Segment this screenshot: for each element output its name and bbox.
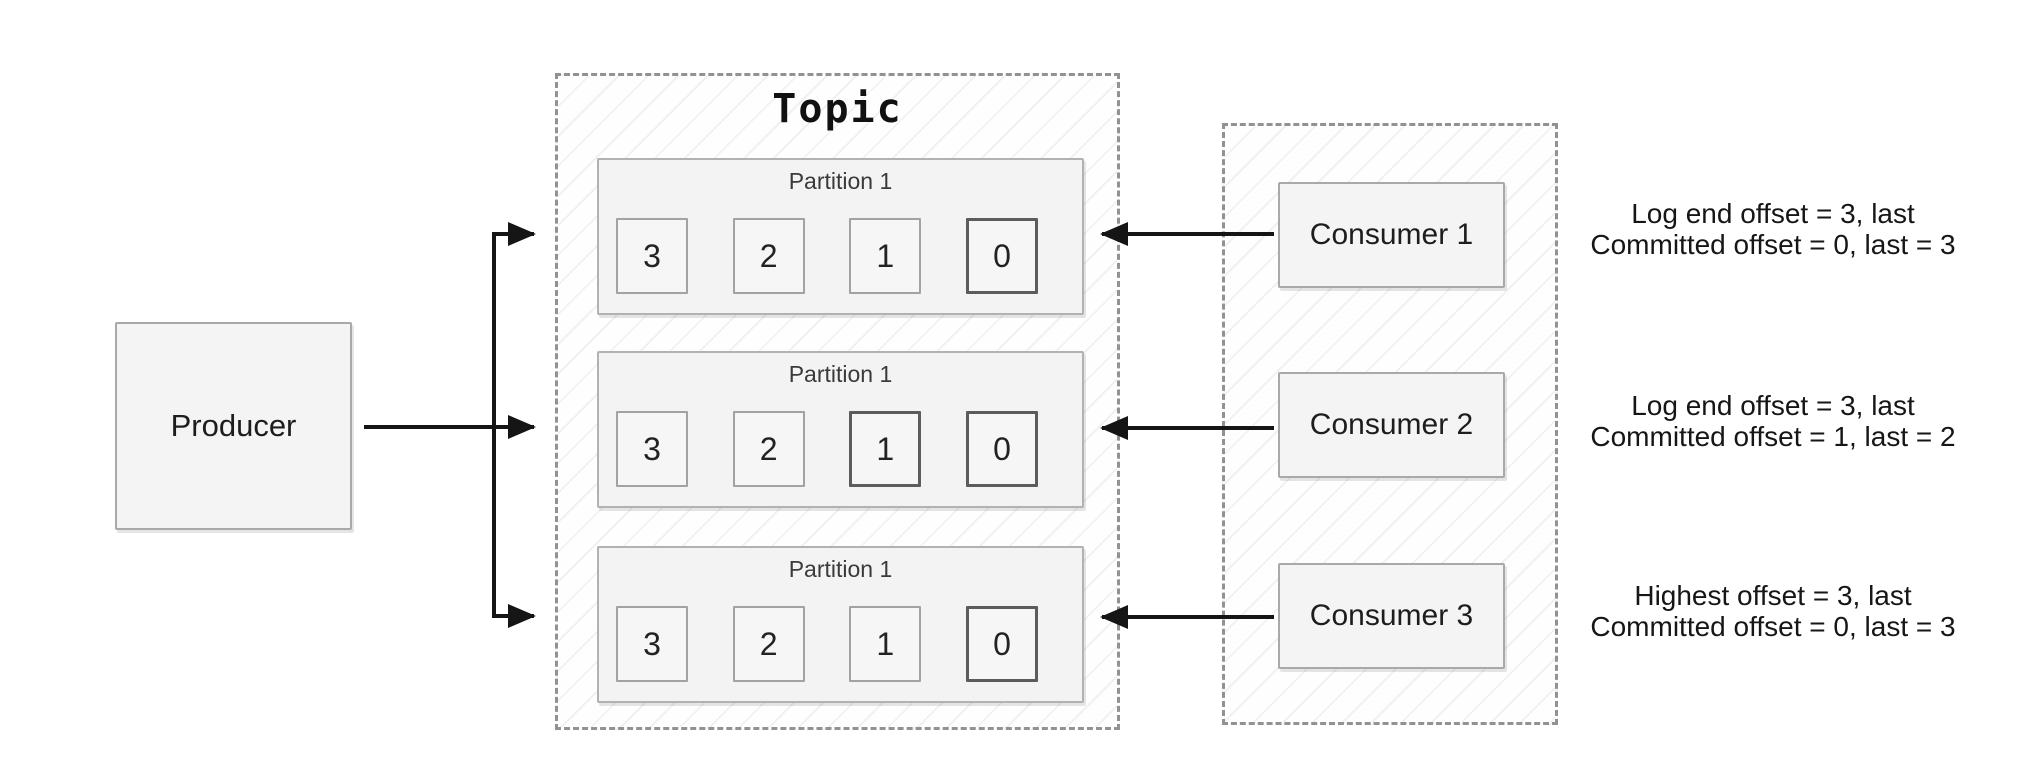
- annotation-line: Highest offset = 3, last: [1634, 580, 1912, 611]
- offset-cell: 2: [732, 606, 805, 682]
- offset-cell: 1: [849, 218, 922, 294]
- annotation-consumer-2: Log end offset = 3, last Committed offse…: [1553, 390, 1993, 452]
- offset-cell: 1: [849, 411, 922, 487]
- partition-3-title: Partition 1: [788, 556, 893, 582]
- producer-label: Producer: [170, 408, 297, 443]
- offset-cell: 0: [965, 606, 1038, 682]
- annotation-consumer-1: Log end offset = 3, last Committed offse…: [1553, 198, 1993, 260]
- partition-2-title: Partition 1: [788, 361, 893, 387]
- offset-cell: 0: [965, 218, 1038, 294]
- partition-row-1: Partition 1 3 2 1 0: [597, 158, 1084, 315]
- consumer-2-box: Consumer 2: [1278, 372, 1505, 478]
- offset-cell: 2: [732, 218, 805, 294]
- partition-row-3: Partition 1 3 2 1 0: [597, 546, 1084, 703]
- offset-cell: 0: [965, 411, 1038, 487]
- consumer-1-label: Consumer 1: [1309, 218, 1474, 251]
- partition-1-cells: 3 2 1 0: [616, 218, 1038, 294]
- annotation-line: Committed offset = 0, last = 3: [1590, 611, 1956, 642]
- partition-2-cells: 3 2 1 0: [616, 411, 1038, 487]
- consumer-3-label: Consumer 3: [1309, 599, 1474, 632]
- partition-3-cells: 3 2 1 0: [616, 606, 1038, 682]
- offset-cell: 3: [616, 606, 688, 682]
- annotation-line: Log end offset = 3, last: [1631, 390, 1915, 421]
- consumer-3-box: Consumer 3: [1278, 563, 1505, 669]
- consumer-1-box: Consumer 1: [1278, 182, 1505, 288]
- consumer-2-label: Consumer 2: [1309, 408, 1474, 441]
- partition-row-2: Partition 1 3 2 1 0: [597, 351, 1084, 508]
- offset-cell: 3: [616, 411, 688, 487]
- offset-cell: 1: [849, 606, 922, 682]
- annotation-line: Log end offset = 3, last: [1631, 198, 1915, 229]
- offset-cell: 3: [616, 218, 688, 294]
- offset-cell: 2: [732, 411, 805, 487]
- annotation-line: Committed offset = 1, last = 2: [1590, 421, 1956, 452]
- annotation-consumer-3: Highest offset = 3, last Committed offse…: [1553, 580, 1993, 642]
- annotation-line: Committed offset = 0, last = 3: [1590, 229, 1956, 260]
- topic-title: Topic: [772, 86, 903, 132]
- producer-box: Producer: [115, 322, 352, 530]
- partition-1-title: Partition 1: [788, 168, 893, 194]
